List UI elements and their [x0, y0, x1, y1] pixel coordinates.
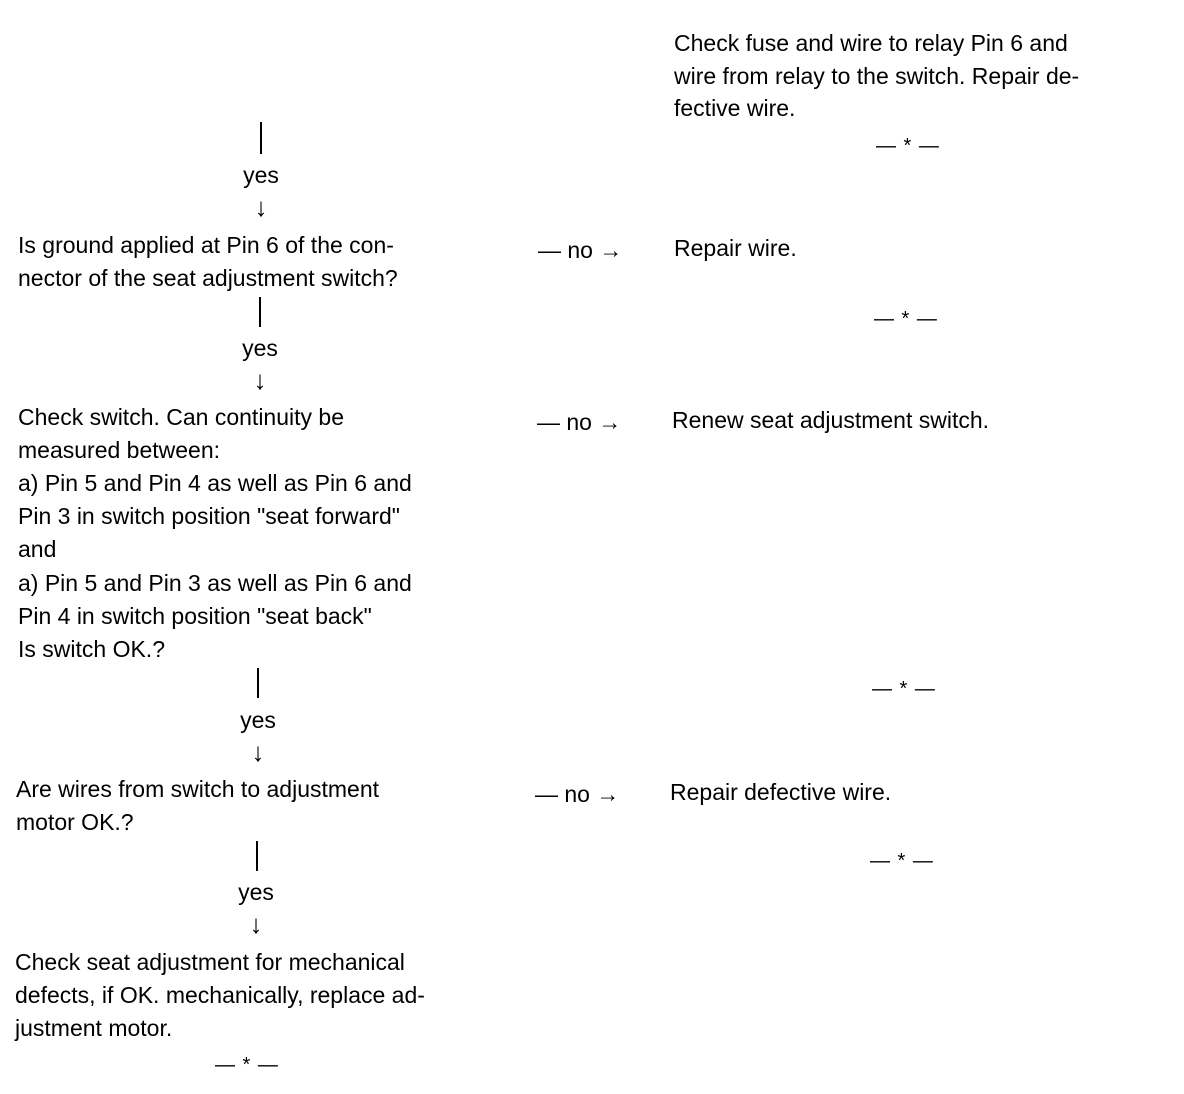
yes-label: yes: [240, 707, 276, 733]
end-marker: — * —: [874, 308, 938, 330]
question-line: Is ground applied at Pin 6 of the con-: [18, 232, 394, 258]
no-result: Repair wire.: [674, 235, 797, 261]
question-line: Is switch OK.?: [18, 636, 165, 662]
no-result: Repair defective wire.: [670, 779, 892, 805]
question-line: Pin 4 in switch position "seat back": [18, 603, 372, 629]
result-top-line: fective wire.: [674, 95, 796, 121]
yes-label: yes: [238, 879, 274, 905]
question-line: Check switch. Can continuity be: [18, 404, 344, 430]
down-arrow-icon: ↓: [254, 192, 268, 222]
result-top-line: Check fuse and wire to relay Pin 6 and: [674, 30, 1068, 56]
question-line: and: [18, 536, 57, 562]
question-line: nector of the seat adjustment switch?: [18, 265, 398, 291]
question-line: a) Pin 5 and Pin 4 as well as Pin 6 and: [18, 470, 412, 496]
flow-line: [256, 841, 258, 871]
final-line: Check seat adjustment for mechanical: [15, 949, 405, 975]
flow-line: [260, 122, 262, 154]
question-line: Are wires from switch to adjustment: [16, 776, 380, 802]
down-arrow-icon: ↓: [249, 909, 263, 939]
result-top-line: wire from relay to the switch. Repair de…: [674, 63, 1080, 89]
end-marker: — * —: [215, 1054, 279, 1076]
question-line: Pin 3 in switch position "seat forward": [18, 503, 400, 529]
flow-line: [257, 668, 259, 698]
down-arrow-icon: ↓: [251, 737, 265, 767]
question-line: a) Pin 5 and Pin 3 as well as Pin 6 and: [18, 570, 412, 596]
down-arrow-icon: ↓: [253, 365, 267, 395]
yes-label: yes: [242, 335, 278, 361]
no-result: Renew seat adjustment switch.: [672, 407, 990, 433]
yes-label: yes: [243, 162, 279, 188]
final-line: defects, if OK. mechanically, replace ad…: [15, 982, 425, 1008]
flow-line: [259, 297, 261, 327]
end-marker: — * —: [876, 135, 940, 157]
final-line: justment motor.: [15, 1015, 173, 1041]
no-arrow: — no →: [537, 409, 622, 435]
end-marker: — * —: [872, 678, 936, 700]
question-line: measured between:: [18, 437, 221, 463]
no-arrow: — no →: [535, 781, 620, 807]
end-marker: — * —: [870, 850, 934, 872]
no-arrow: — no →: [538, 237, 623, 263]
question-line: motor OK.?: [16, 809, 134, 835]
